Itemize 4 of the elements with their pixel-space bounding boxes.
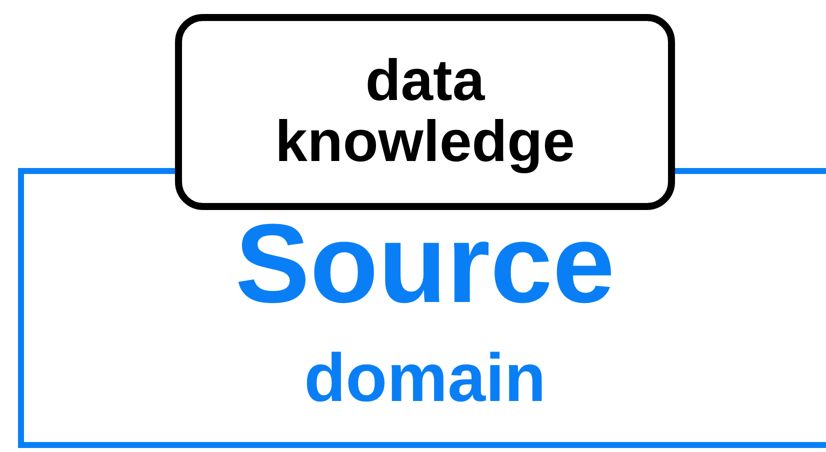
domain-subtitle: domain <box>304 344 546 412</box>
tag-label: data knowledge <box>274 51 576 173</box>
domain-title: Source <box>235 208 615 320</box>
tag-box <box>175 14 675 210</box>
